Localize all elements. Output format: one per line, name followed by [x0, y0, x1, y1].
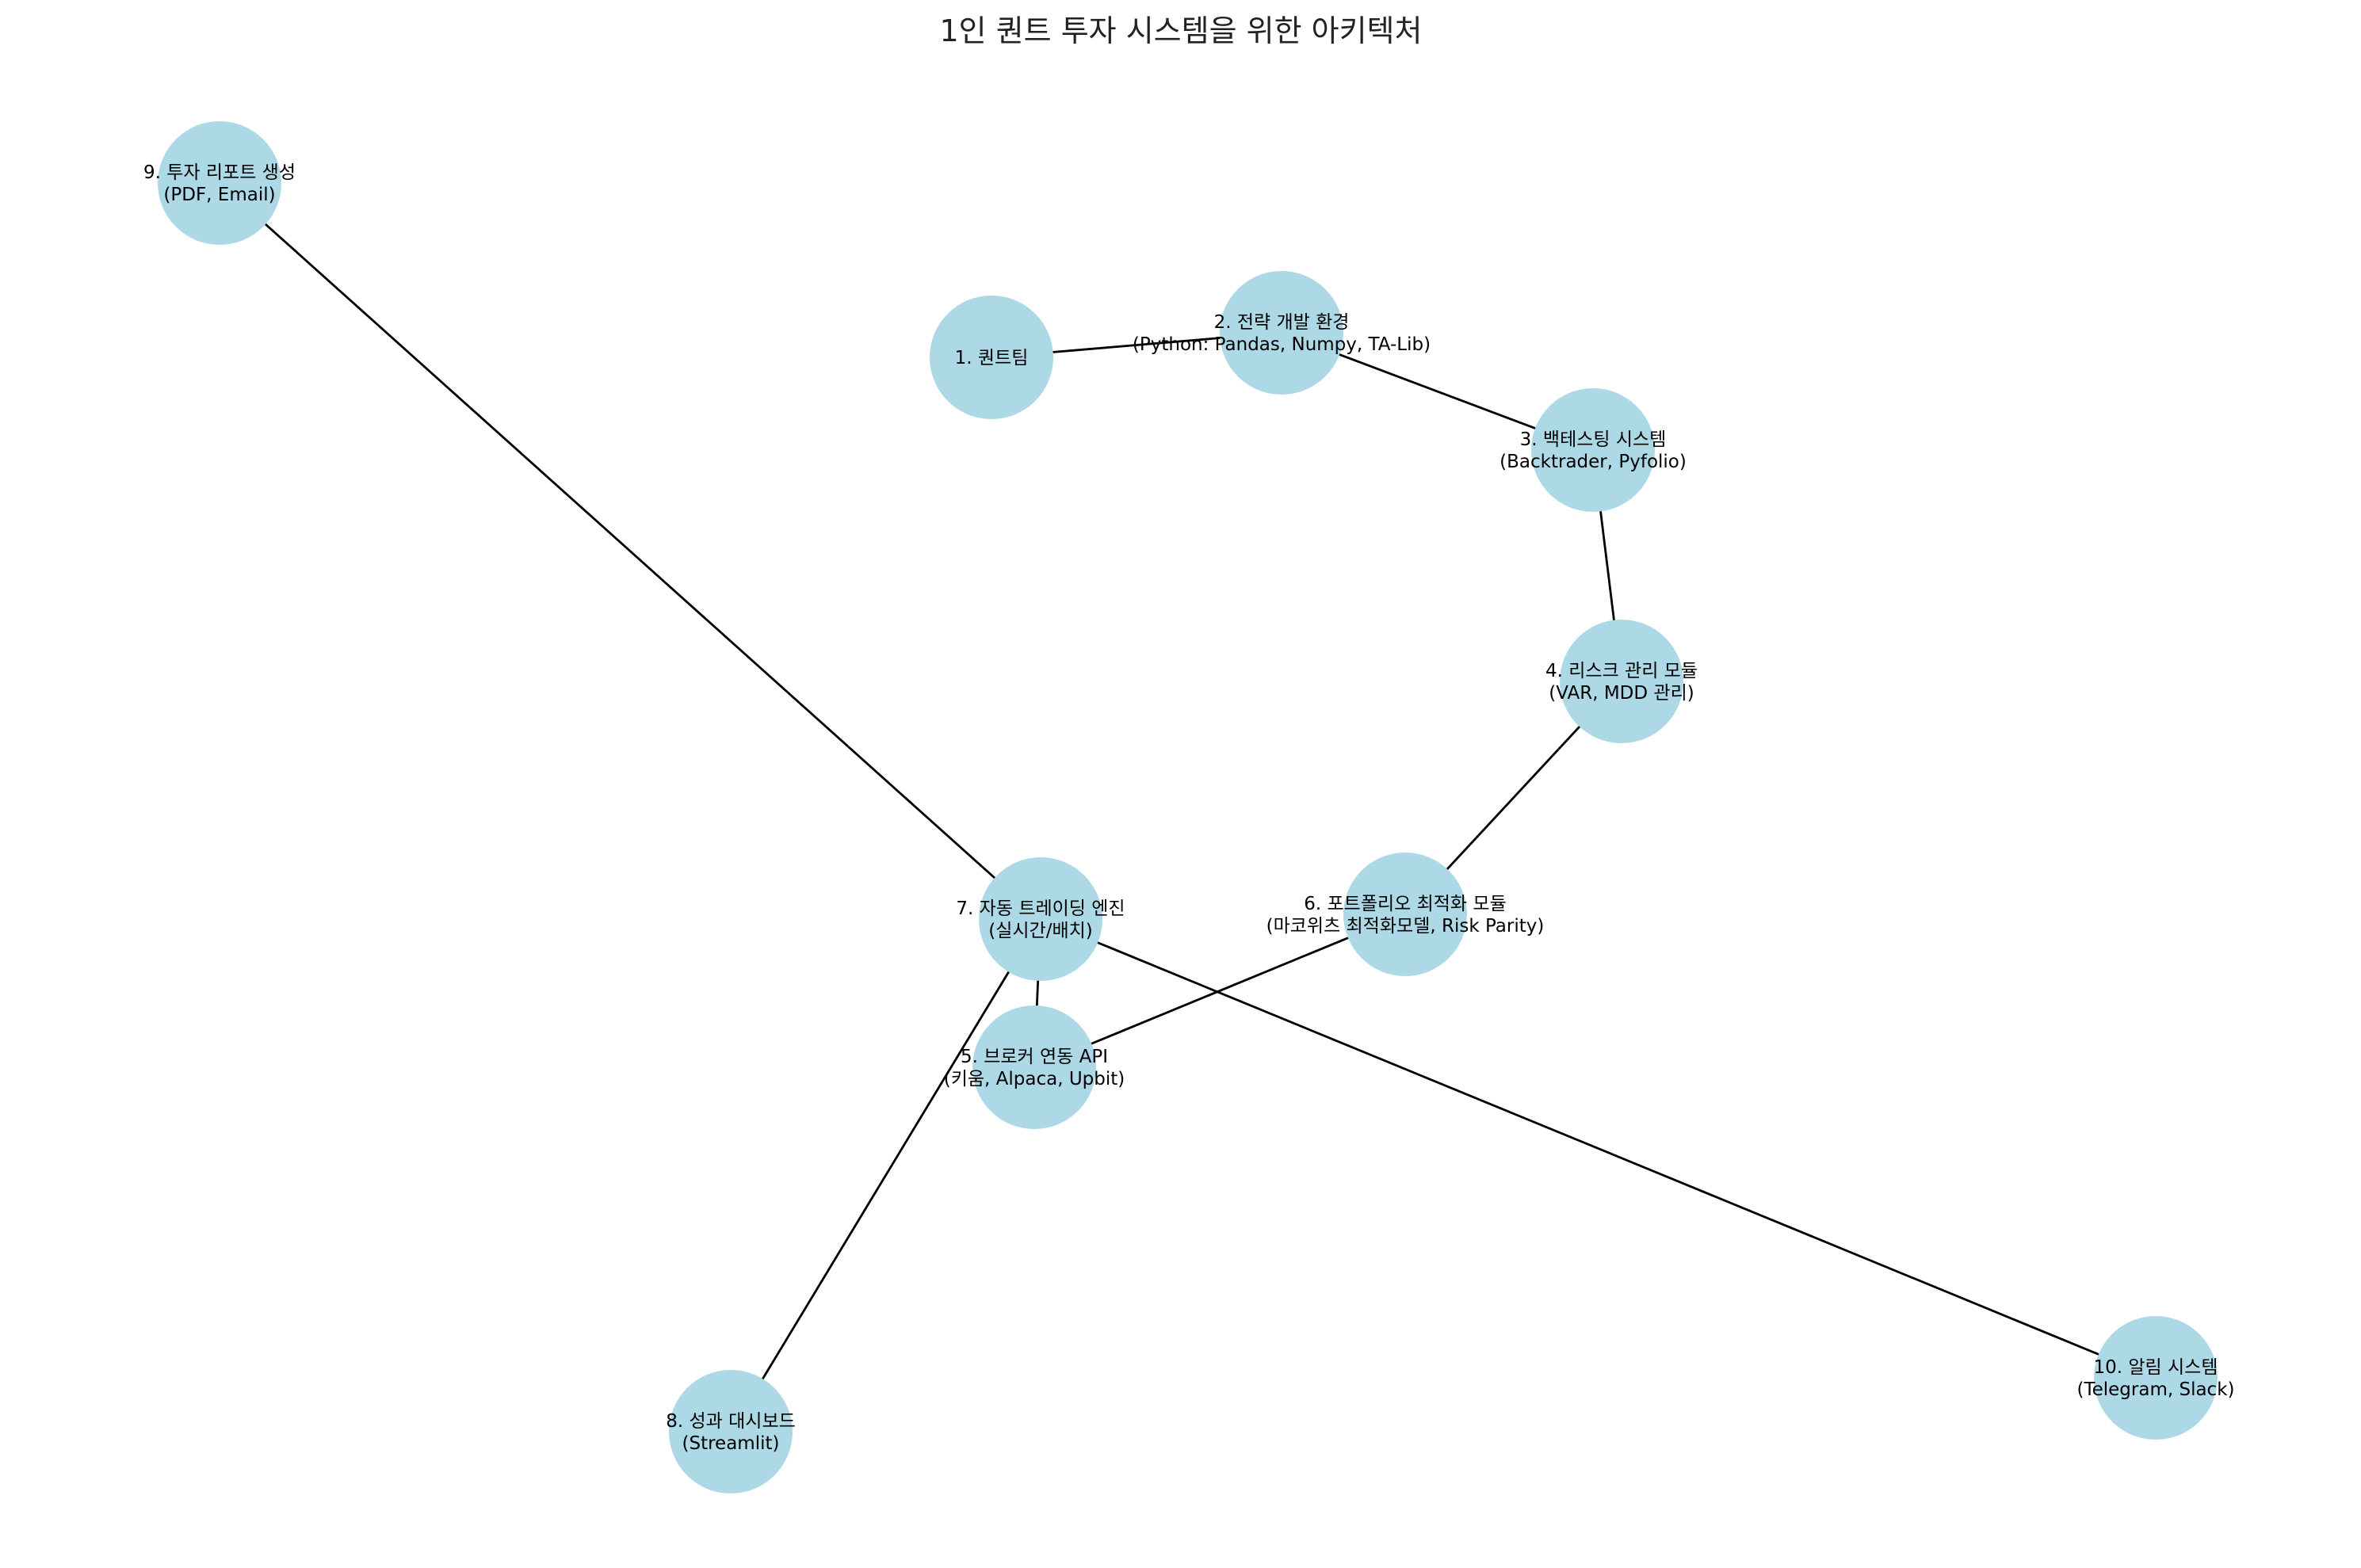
node-circle — [1343, 853, 1467, 976]
edge-n7-n10 — [1040, 918, 2157, 1379]
node-label-detail: (PDF, Email) — [163, 185, 275, 205]
node-n9: 9. 투자 리포트 생성(PDF, Email) — [143, 121, 296, 245]
diagram-title: 1인 퀀트 투자 시스템을 위한 아키텍처 — [940, 13, 1423, 48]
edge-n7-n9 — [219, 181, 1041, 921]
node-circle — [2094, 1316, 2218, 1440]
node-label-detail: (실시간/배치) — [988, 921, 1093, 941]
node-circle — [972, 1005, 1096, 1129]
node-label-title: 3. 백테스팅 시스템 — [1520, 429, 1667, 450]
node-label-title: 5. 브로커 연동 API — [961, 1047, 1108, 1067]
edges-layer — [219, 181, 2157, 1433]
node-n4: 4. 리스크 관리 모듈(VAR, MDD 관리) — [1545, 620, 1698, 743]
node-n5: 5. 브로커 연동 API(키움, Alpaca, Upbit) — [944, 1005, 1125, 1129]
node-n6: 6. 포트폴리오 최적화 모듈(마코위츠 최적화모델, Risk Parity) — [1266, 853, 1545, 976]
node-n1: 1. 퀀트팀 — [930, 296, 1053, 419]
node-label-detail: (마코위츠 최적화모델, Risk Parity) — [1266, 916, 1545, 937]
node-circle — [930, 296, 1053, 419]
node-label-title: 7. 자동 트레이딩 엔진 — [956, 898, 1125, 919]
node-circle — [979, 857, 1102, 981]
node-n8: 8. 성과 대시보드(Streamlit) — [666, 1370, 796, 1494]
node-n3: 3. 백테스팅 시스템(Backtrader, Pyfolio) — [1500, 388, 1687, 512]
node-label-title: 6. 포트폴리오 최적화 모듈 — [1304, 894, 1506, 914]
node-circle — [669, 1370, 793, 1494]
node-label-detail: (키움, Alpaca, Upbit) — [944, 1069, 1125, 1089]
node-label-detail: (Backtrader, Pyfolio) — [1500, 452, 1687, 472]
node-n10: 10. 알림 시스템(Telegram, Slack) — [2076, 1316, 2235, 1440]
node-label-title: 4. 리스크 관리 모듈 — [1545, 661, 1698, 681]
node-label-title: 9. 투자 리포트 생성 — [143, 162, 296, 183]
node-label-detail: (Streamlit) — [682, 1433, 780, 1454]
node-label-title: 8. 성과 대시보드 — [666, 1411, 796, 1432]
node-label-detail: (Python: Pandas, Numpy, TA-Lib) — [1133, 334, 1431, 355]
nodes-layer: 1. 퀀트팀 2. 전략 개발 환경(Python: Pandas, Numpy,… — [143, 121, 2235, 1494]
node-label-title: 1. 퀀트팀 — [955, 348, 1029, 368]
node-circle — [1531, 388, 1655, 512]
node-label-detail: (Telegram, Slack) — [2076, 1379, 2234, 1400]
node-circle — [158, 121, 281, 245]
node-circle — [1560, 620, 1683, 743]
node-label-detail: (VAR, MDD 관리) — [1549, 683, 1694, 704]
node-label-title: 10. 알림 시스템 — [2094, 1357, 2218, 1378]
node-label-title: 2. 전략 개발 환경 — [1214, 312, 1350, 333]
node-n2: 2. 전략 개발 환경(Python: Pandas, Numpy, TA-Li… — [1133, 271, 1431, 395]
node-circle — [1220, 271, 1343, 395]
edge-n7-n8 — [729, 918, 1042, 1433]
node-n7: 7. 자동 트레이딩 엔진(실시간/배치) — [956, 857, 1125, 981]
edge-n6-n5 — [1033, 913, 1406, 1069]
